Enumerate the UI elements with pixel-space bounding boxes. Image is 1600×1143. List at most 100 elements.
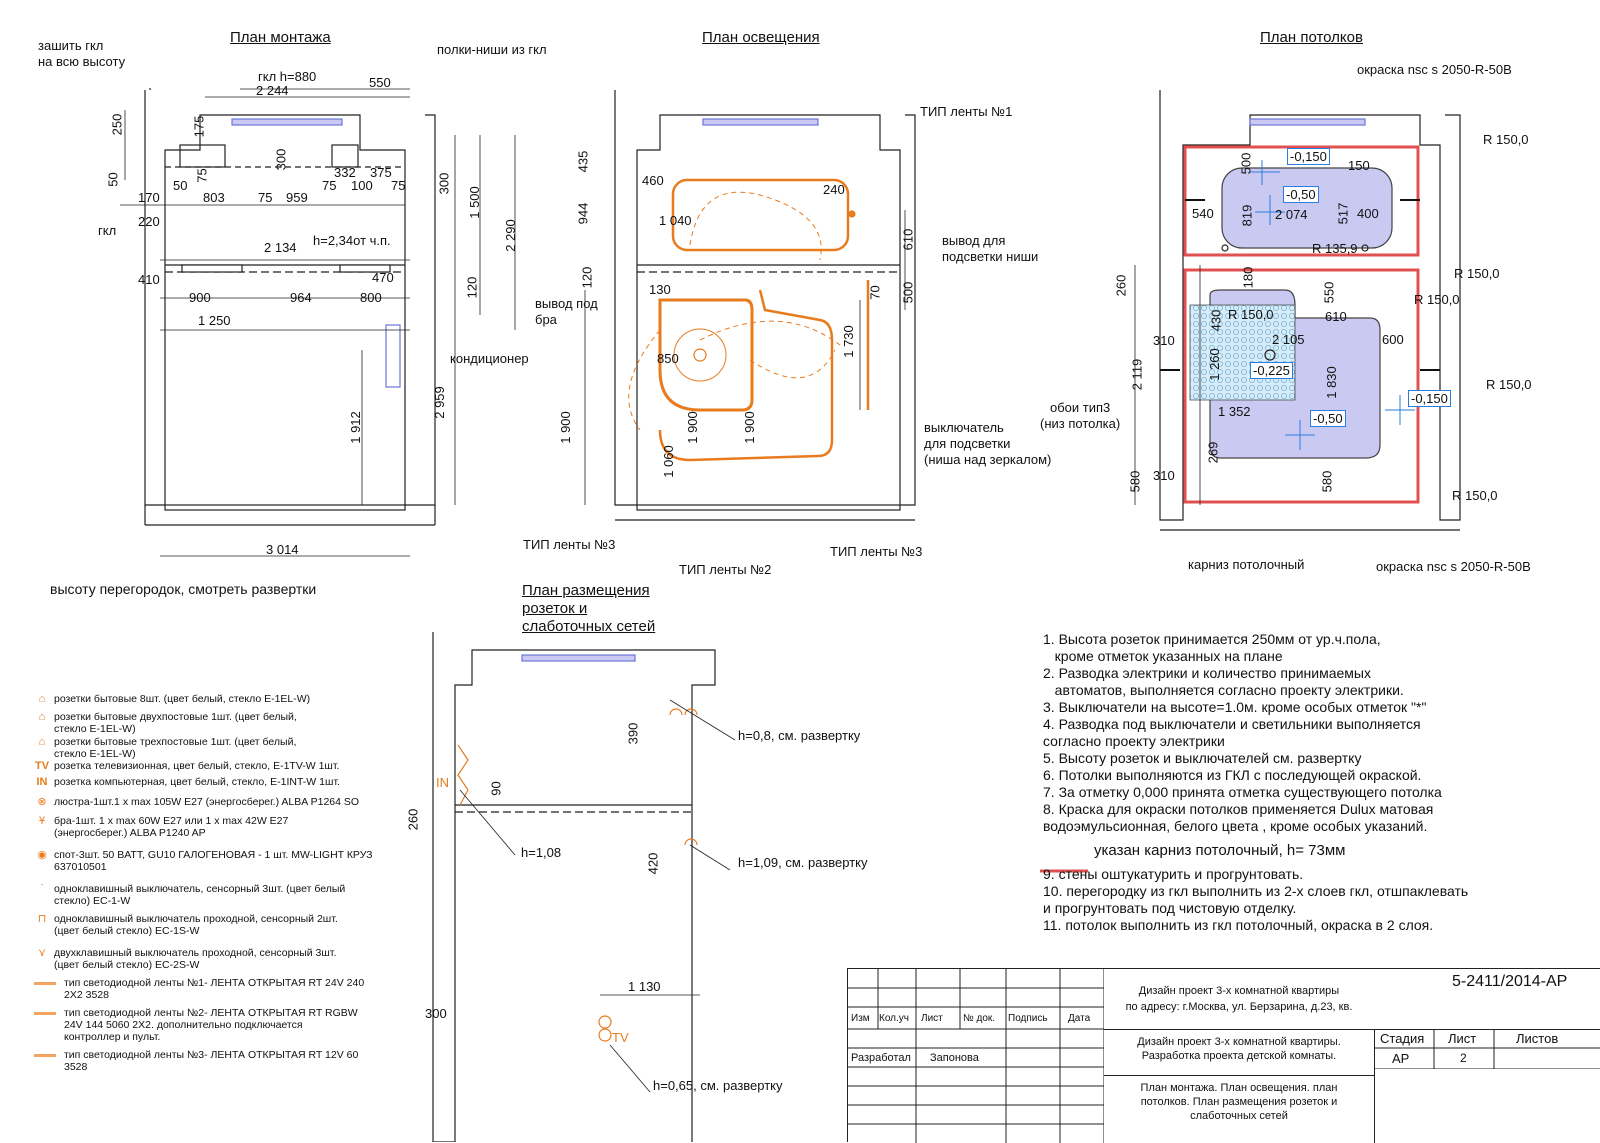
dim: 50 xyxy=(173,178,188,193)
dim: 944 xyxy=(575,202,591,225)
label-karniz: карниз потолочный xyxy=(1188,557,1305,572)
note-line: согласно проекту электрики xyxy=(1043,733,1225,749)
dim: 1 250 xyxy=(198,313,231,328)
legend-item: ◉спот-3шт. 50 BATT, GU10 ГАЛОГЕНОВАЯ - 1… xyxy=(34,849,394,873)
col-kol: Кол.уч xyxy=(879,1013,909,1024)
label-h234: h=2,34от ч.п. xyxy=(313,233,391,248)
list-value: 2 xyxy=(1460,1051,1467,1065)
note-line: 3. Выключатели на высоте=1.0м. кроме осо… xyxy=(1043,699,1427,715)
level-mark: -0,50 xyxy=(1310,410,1346,427)
list-header: Лист xyxy=(1448,1031,1477,1046)
label-conditioner: кондиционер xyxy=(450,351,529,366)
led-strip-icon xyxy=(34,1049,56,1061)
dim: 1 912 xyxy=(347,411,363,444)
dim: 460 xyxy=(642,173,664,188)
label-vyvod-bra: вывод под бра xyxy=(535,296,598,327)
label-polki: полки-ниши из гкл xyxy=(437,42,547,57)
dim: 2 134 xyxy=(264,240,297,255)
dim: 390 xyxy=(625,722,641,745)
label-r150: R 150,0 xyxy=(1486,377,1532,392)
note-line: 10. перегородку из гкл выполнить из 2-х … xyxy=(1043,883,1469,899)
network-socket-icon: IN xyxy=(36,776,48,788)
label-partitions: высоту перегородок, смотреть развертки xyxy=(50,581,317,597)
dim: 75 xyxy=(322,178,337,193)
dim: 610 xyxy=(1325,309,1347,324)
notes: 1. Высота розеток принимается 250мм от у… xyxy=(1043,631,1442,835)
dim: 550 xyxy=(369,75,391,90)
dim: 220 xyxy=(138,214,160,229)
switch-pass-icon: ⊓ xyxy=(37,913,47,925)
dim: 517 xyxy=(1335,202,1351,225)
project-code: 5-2411/2014-АР xyxy=(1452,973,1568,990)
dim: 800 xyxy=(360,290,382,305)
led-strip-icon xyxy=(34,977,56,989)
note-line: автоматов, выполняется согласно проекту … xyxy=(1043,682,1404,698)
dim: 1 352 xyxy=(1218,404,1251,419)
lists-header: Листов xyxy=(1516,1031,1559,1046)
note-line: 2. Разводка электрики и количество прини… xyxy=(1043,665,1371,681)
dim: 470 xyxy=(372,270,394,285)
dim: 300 xyxy=(273,148,289,171)
dim: 310 xyxy=(1153,333,1175,348)
developed-label: Разработал xyxy=(851,1052,911,1064)
dim: 50 xyxy=(105,172,121,187)
dim: 260 xyxy=(1113,274,1129,297)
label-tip2: ТИП ленты №2 xyxy=(679,562,772,577)
label-h109: h=1,09, см. развертку xyxy=(738,855,868,870)
dim: 1 830 xyxy=(1323,366,1339,399)
label-switch-niche: выключатель для подсветки (ниша над зерк… xyxy=(924,420,1052,467)
label-zashit: зашить гкл на всю высоту xyxy=(38,38,126,69)
dim: 250 xyxy=(109,113,125,136)
dim: 1 060 xyxy=(660,445,676,478)
dim: 550 xyxy=(1321,281,1337,304)
dim: 1 900 xyxy=(557,411,573,444)
note-line: 1. Высота розеток принимается 250мм от у… xyxy=(1043,631,1381,647)
dim: 1 900 xyxy=(741,411,757,444)
dim: 260 xyxy=(405,808,421,831)
dim: 500 xyxy=(1238,152,1254,175)
dim: 2 290 xyxy=(502,219,518,252)
note-line: водоэмульсионная, белого цвета , кроме о… xyxy=(1043,818,1428,834)
note-line: 5. Высоту розеток и выключателей см. раз… xyxy=(1043,750,1362,766)
tv-socket-icon: TV xyxy=(34,760,50,772)
legend-item: ⋎двухклавишный выключатель проходной, се… xyxy=(34,947,394,971)
dim: 850 xyxy=(657,351,679,366)
dim: 410 xyxy=(138,272,160,287)
legend-item: ⊓одноклавишный выключатель проходной, се… xyxy=(34,913,394,937)
col-doc: № док. xyxy=(963,1013,996,1024)
col-sign: Подпись xyxy=(1008,1013,1048,1024)
sconce-icon: Ұ xyxy=(38,815,46,827)
level-mark: -0,150 xyxy=(1408,390,1451,407)
label-h108: h=1,08 xyxy=(521,845,562,860)
dim: 310 xyxy=(1153,468,1175,483)
dim: 600 xyxy=(1382,332,1404,347)
label-tip3b: ТИП ленты №3 xyxy=(830,544,923,559)
stage-value: АР xyxy=(1392,1051,1410,1066)
dim: 70 xyxy=(867,285,883,300)
dim: 400 xyxy=(1357,206,1379,221)
dim: 75 xyxy=(391,178,406,193)
dim: 900 xyxy=(189,290,211,305)
label-tv: TV xyxy=(612,1030,629,1045)
dim: 1 730 xyxy=(840,325,856,358)
legend-item: тип светодиодной ленты №3- ЛЕНТА ОТКРЫТА… xyxy=(34,1049,394,1073)
dim: 170 xyxy=(138,190,160,205)
title-ceiling-plan: План потолков xyxy=(1260,29,1363,46)
subproject-name: Дизайн проект 3-х комнатной квартиры. Ра… xyxy=(1137,1036,1341,1062)
label-gkl: гкл xyxy=(98,223,117,238)
dim: 100 xyxy=(351,178,373,193)
legend-item: ⊗люстра-1шт.1 x max 105W E27 (энергосбер… xyxy=(34,796,394,808)
label-r1359: R 135,9 xyxy=(1312,241,1358,256)
dim: 435 xyxy=(575,150,591,173)
label-wallpaper: обои тип3 (низ потолка) xyxy=(1040,400,1121,431)
label-h08: h=0,8, см. развертку xyxy=(738,728,861,743)
dim: 610 xyxy=(900,228,916,251)
switch-double-icon: ⋎ xyxy=(37,947,47,959)
dim: 2 074 xyxy=(1275,207,1308,222)
label-vyvod-niche: вывод для подсветки ниши xyxy=(942,233,1039,264)
dim: 1 500 xyxy=(466,186,482,219)
dim: 1 900 xyxy=(684,411,700,444)
note-line: 9. стены оштукатурить и прогрунтовать. xyxy=(1043,866,1304,882)
